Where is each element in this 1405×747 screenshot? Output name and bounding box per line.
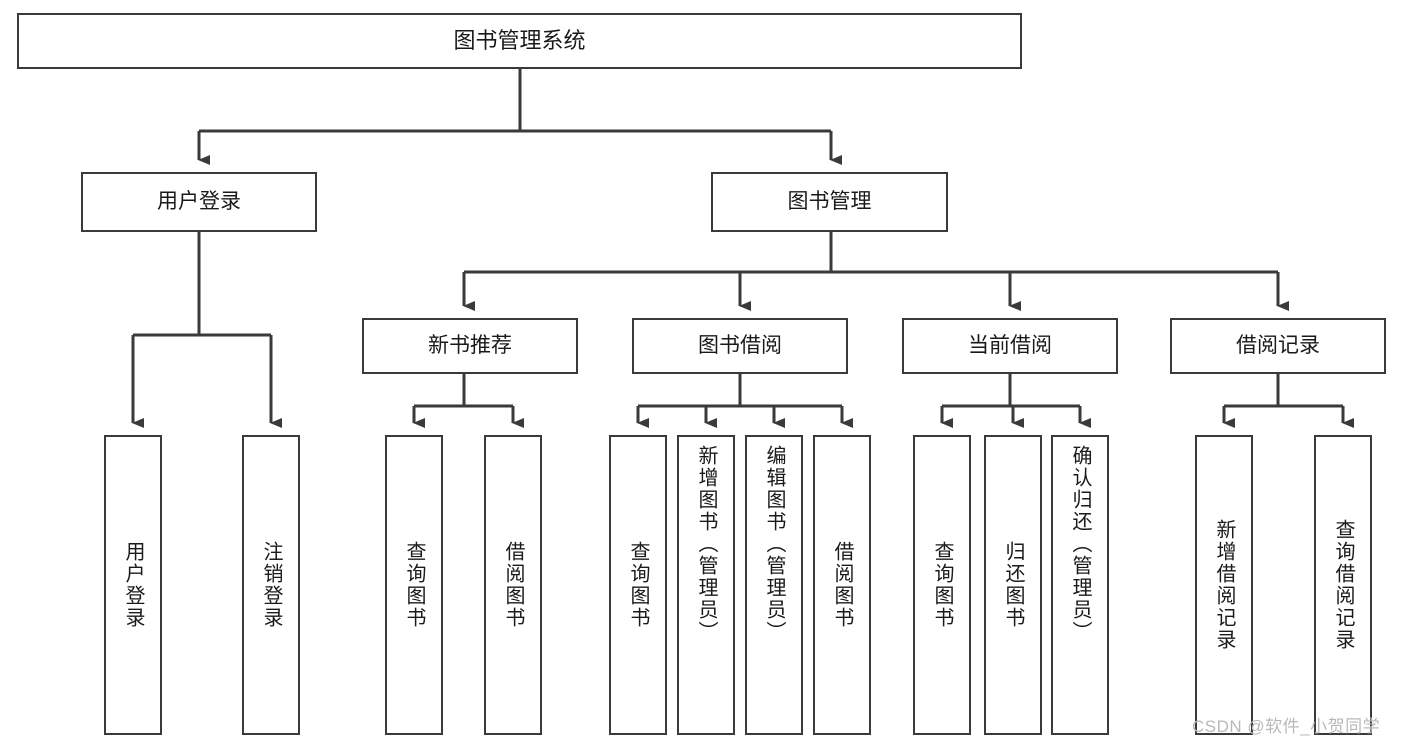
node-level2-1[interactable]: 图书借阅 (632, 318, 848, 374)
node-leaf-7[interactable]: 借阅图书 (813, 435, 871, 735)
node-leaf-12-label: 查询借阅记录 (1332, 519, 1354, 651)
node-leaf-10-label: 确认归还（管理员） (1069, 445, 1091, 643)
node-leaf-3[interactable]: 借阅图书 (484, 435, 542, 735)
node-leaf-12[interactable]: 查询借阅记录 (1314, 435, 1372, 735)
node-leaf-6[interactable]: 编辑图书（管理员） (745, 435, 803, 735)
node-leaf-8-label: 查询图书 (931, 541, 953, 629)
node-root-label: 图书管理系统 (453, 27, 586, 53)
node-level2-1-label: 图书借阅 (698, 334, 782, 358)
node-leaf-10[interactable]: 确认归还（管理员） (1051, 435, 1109, 735)
node-leaf-5-label: 新增图书（管理员） (695, 445, 717, 643)
node-leaf-9[interactable]: 归还图书 (984, 435, 1042, 735)
node-leaf-5[interactable]: 新增图书（管理员） (677, 435, 735, 735)
node-leaf-2[interactable]: 查询图书 (385, 435, 443, 735)
node-leaf-6-label: 编辑图书（管理员） (763, 445, 785, 643)
node-leaf-11-label: 新增借阅记录 (1213, 519, 1235, 651)
node-root[interactable]: 图书管理系统 (17, 13, 1022, 69)
node-leaf-4-label: 查询图书 (627, 541, 649, 629)
node-leaf-8[interactable]: 查询图书 (913, 435, 971, 735)
node-level1-1[interactable]: 图书管理 (711, 172, 948, 232)
node-leaf-0[interactable]: 用户登录 (104, 435, 162, 735)
node-level2-3-label: 借阅记录 (1236, 334, 1320, 358)
node-level1-0-label: 用户登录 (157, 190, 241, 214)
node-leaf-7-label: 借阅图书 (831, 541, 853, 629)
node-level2-2[interactable]: 当前借阅 (902, 318, 1118, 374)
node-leaf-4[interactable]: 查询图书 (609, 435, 667, 735)
node-level1-0[interactable]: 用户登录 (81, 172, 317, 232)
node-leaf-1[interactable]: 注销登录 (242, 435, 300, 735)
node-level1-1-label: 图书管理 (787, 190, 872, 214)
node-level2-0[interactable]: 新书推荐 (362, 318, 578, 374)
node-leaf-11[interactable]: 新增借阅记录 (1195, 435, 1253, 735)
node-level2-2-label: 当前借阅 (968, 334, 1052, 358)
node-leaf-2-label: 查询图书 (403, 541, 425, 629)
node-leaf-3-label: 借阅图书 (502, 541, 524, 629)
watermark: CSDN @软件_小贺同学 (1192, 717, 1381, 736)
node-leaf-1-label: 注销登录 (260, 541, 282, 629)
node-leaf-0-label: 用户登录 (122, 541, 144, 629)
node-leaf-9-label: 归还图书 (1002, 541, 1024, 629)
node-level2-0-label: 新书推荐 (428, 334, 512, 358)
node-level2-3[interactable]: 借阅记录 (1170, 318, 1386, 374)
